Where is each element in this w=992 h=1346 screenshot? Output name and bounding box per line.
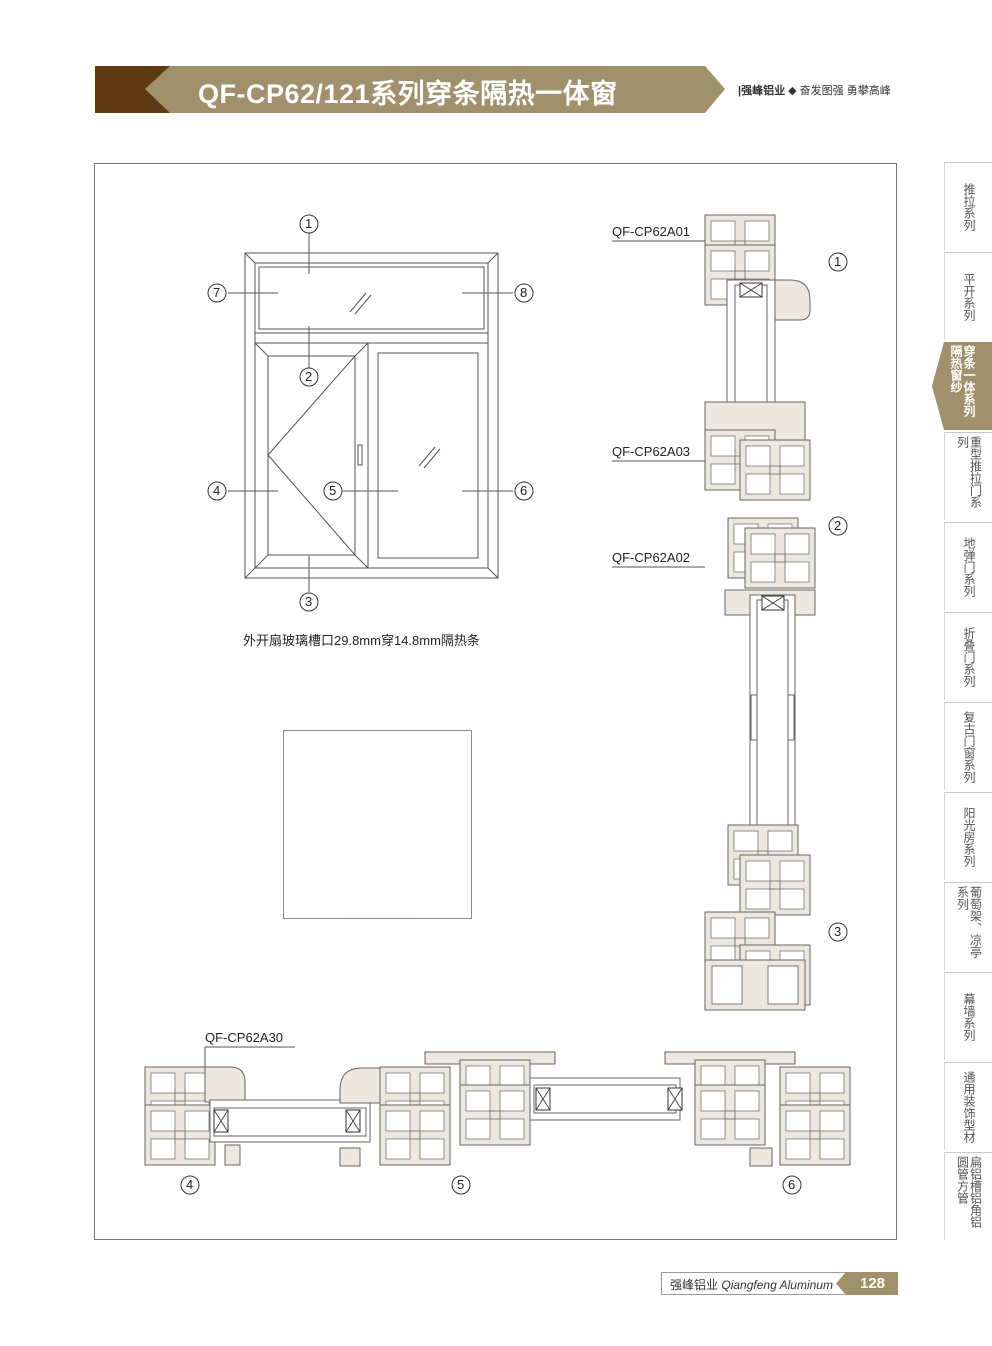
sidebar-item-flat-aluminum[interactable]: 扁铝槽铝角铝圆管方管 [944,1152,992,1240]
footer-brand-en: Qiangfeng Aluminum [721,1278,833,1292]
horizontal-section [144,1046,851,1167]
sidebar-item-sliding[interactable]: 推拉系列 [944,162,992,250]
page-number: 128 [860,1275,886,1292]
sidebar-item-label: 平开系列 [962,272,976,321]
marker-8: 8 [520,285,528,300]
marker-6: 6 [520,483,528,498]
marker-5: 5 [329,483,337,498]
sidebar-item-floor-spring-door[interactable]: 地弹门系列 [944,522,992,610]
sidebar-item-label: 地弹门系列 [962,536,976,597]
sidebar-item-casement[interactable]: 平开系列 [944,252,992,340]
header-slogan: ◆ 奋发图强 勇攀高峰 [788,85,891,97]
header-tagline: |强峰铝业 ◆ 奋发图强 勇攀高峰 [738,82,891,98]
profile-label-a03: QF-CP62A03 [612,444,691,459]
profile-label-a01: QF-CP62A01 [612,224,691,239]
sidebar-item-label: 扁铝槽铝角铝圆管方管 [955,1155,983,1228]
vertical-section [612,214,816,1011]
header-brand: |强峰铝业 [738,85,786,97]
sidebar-item-folding-door[interactable]: 折叠门系列 [944,612,992,700]
section-marker-3: 3 [834,924,842,939]
sidebar-item-retro[interactable]: 复古门窗系列 [944,702,992,790]
sidebar-item-label: 推拉系列 [962,182,976,231]
profile-label-a02: QF-CP62A02 [612,550,691,565]
window-elevation [228,232,513,592]
sidebar-item-decorative[interactable]: 通用装饰型材 [944,1062,992,1150]
sidebar-item-heavy-sliding-door[interactable]: 重型推拉门系列 [944,432,992,520]
marker-3: 3 [305,594,313,609]
sidebar-item-sunroom[interactable]: 阳光房系列 [944,792,992,880]
sidebar-item-label: 阳光房系列 [962,806,976,867]
marker-4: 4 [213,483,221,498]
sidebar-item-label: 葡萄架、凉亭系列 [955,885,983,958]
sidebar-item-label: 幕墙系列 [962,992,976,1041]
section-marker-5: 5 [457,1177,465,1192]
section-marker-2: 2 [834,518,842,533]
header-band [145,66,725,113]
drawing-caption: 外开扇玻璃槽口29.8mm穿14.8mm隔热条 [243,633,480,648]
page-number-badge: 128 [836,1272,898,1295]
profile-label-a30: QF-CP62A30 [205,1030,284,1045]
section-marker-6: 6 [788,1177,796,1192]
sidebar-item-label: 穿条一体系列隔热窗纱 [949,345,976,417]
marker-7: 7 [213,285,221,300]
sidebar-item-pergola[interactable]: 葡萄架、凉亭系列 [944,882,992,970]
sidebar-item-thermal-integrated[interactable]: 穿条一体系列隔热窗纱 [932,342,992,430]
marker-1: 1 [305,216,313,231]
sidebar-item-label: 重型推拉门系列 [955,435,983,508]
section-marker-4: 4 [186,1177,194,1192]
sidebar-item-curtain-wall[interactable]: 幕墙系列 [944,972,992,1060]
section-marker-1: 1 [834,254,842,269]
page-title: QF-CP62/121系列穿条隔热一体窗 [198,79,618,109]
marker-circles [180,214,848,1195]
marker-2: 2 [305,369,313,384]
sidebar-item-label: 通用装饰型材 [962,1070,976,1143]
footer-brand: 强峰铝业 Qiangfeng Aluminum [670,1276,833,1293]
footer-brand-cn: 强峰铝业 [670,1278,719,1292]
sidebar-item-label: 折叠门系列 [962,626,976,687]
profile-photo-frame [283,730,472,919]
sidebar-item-label: 复古门窗系列 [962,710,976,783]
content-frame [94,163,897,1240]
